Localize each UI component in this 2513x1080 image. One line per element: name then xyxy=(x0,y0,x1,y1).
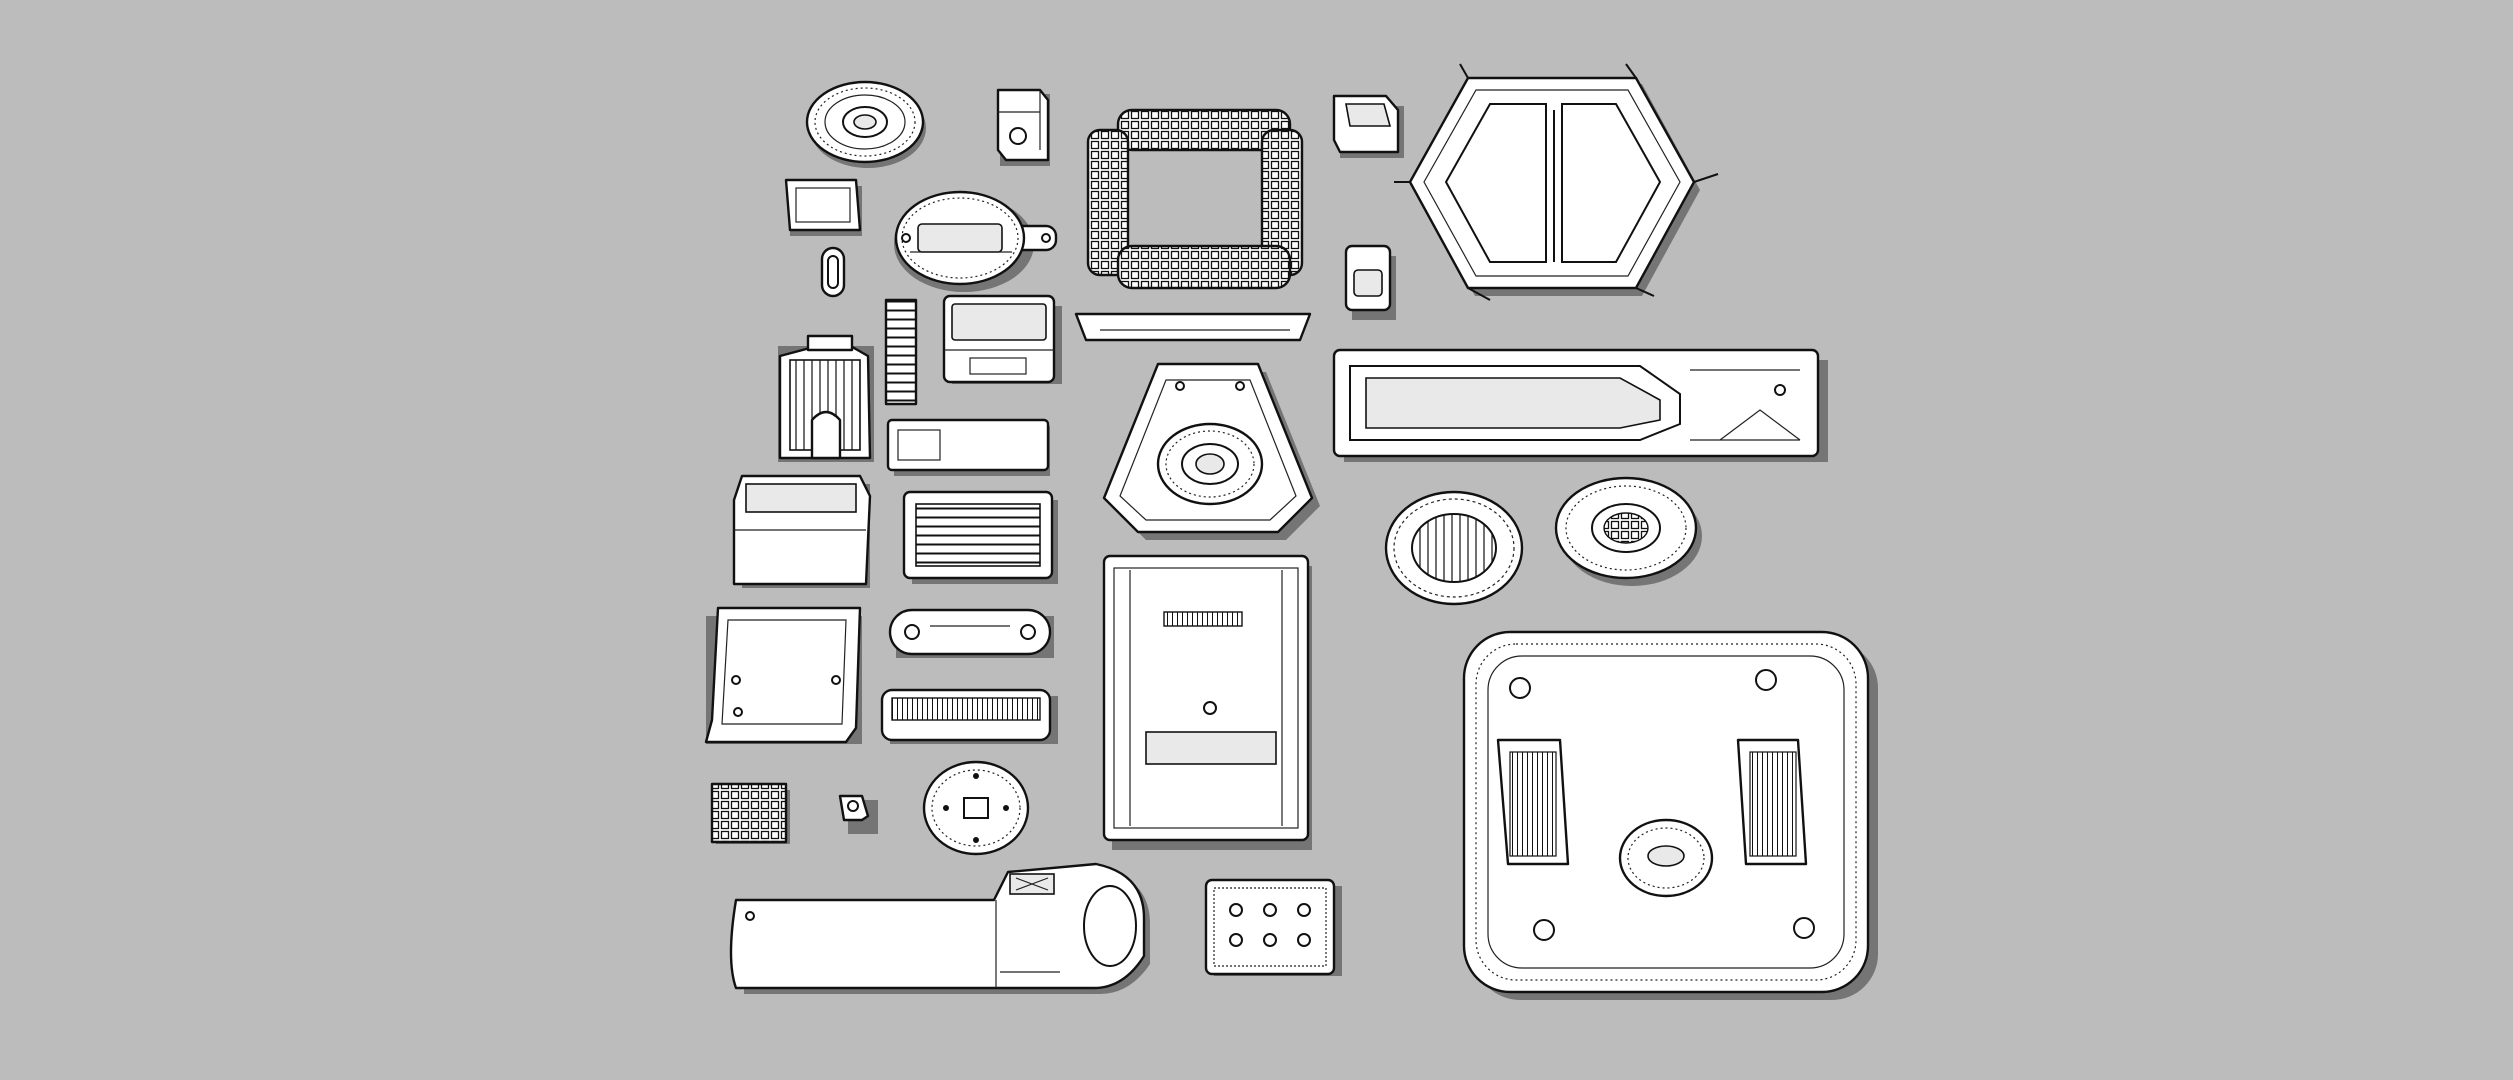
small-block-part xyxy=(996,88,1050,166)
grid-frame-part xyxy=(1086,108,1304,290)
round-speaker-part xyxy=(1554,476,1702,586)
long-platform-part xyxy=(1332,348,1828,462)
ribbed-bar-part xyxy=(880,688,1058,744)
long-bar-part xyxy=(1074,312,1312,342)
sloped-box-part xyxy=(732,474,872,588)
trapezoid-dial-panel-part xyxy=(1102,362,1320,540)
square-tray-part xyxy=(704,606,862,744)
ladder-strip-part xyxy=(884,298,918,406)
tiny-clip-part xyxy=(838,794,878,834)
vent-grill-part xyxy=(902,490,1058,584)
flat-panel-part xyxy=(886,418,1050,476)
button-panel-part xyxy=(1204,878,1342,976)
slot-pill-part xyxy=(820,246,846,298)
round-dial-part xyxy=(805,80,926,168)
angled-block-part xyxy=(1332,94,1404,158)
round-hatch-part xyxy=(922,760,1030,856)
round-vent-part xyxy=(1384,490,1524,606)
square-chip-part xyxy=(784,178,862,236)
long-arm-panel-part xyxy=(729,862,1150,994)
large-base-plate-part xyxy=(1462,630,1878,1000)
clamp-block-part xyxy=(1344,244,1396,320)
waffle-grid-part xyxy=(710,782,790,844)
capsule-bar-part xyxy=(888,608,1054,658)
window-box-part xyxy=(942,294,1062,384)
round-tab-plate-part xyxy=(894,190,1058,292)
cylinder-capsule-part xyxy=(778,334,874,462)
tall-door-panel-part xyxy=(1102,554,1312,850)
hexagon-door-part xyxy=(1394,63,1719,301)
